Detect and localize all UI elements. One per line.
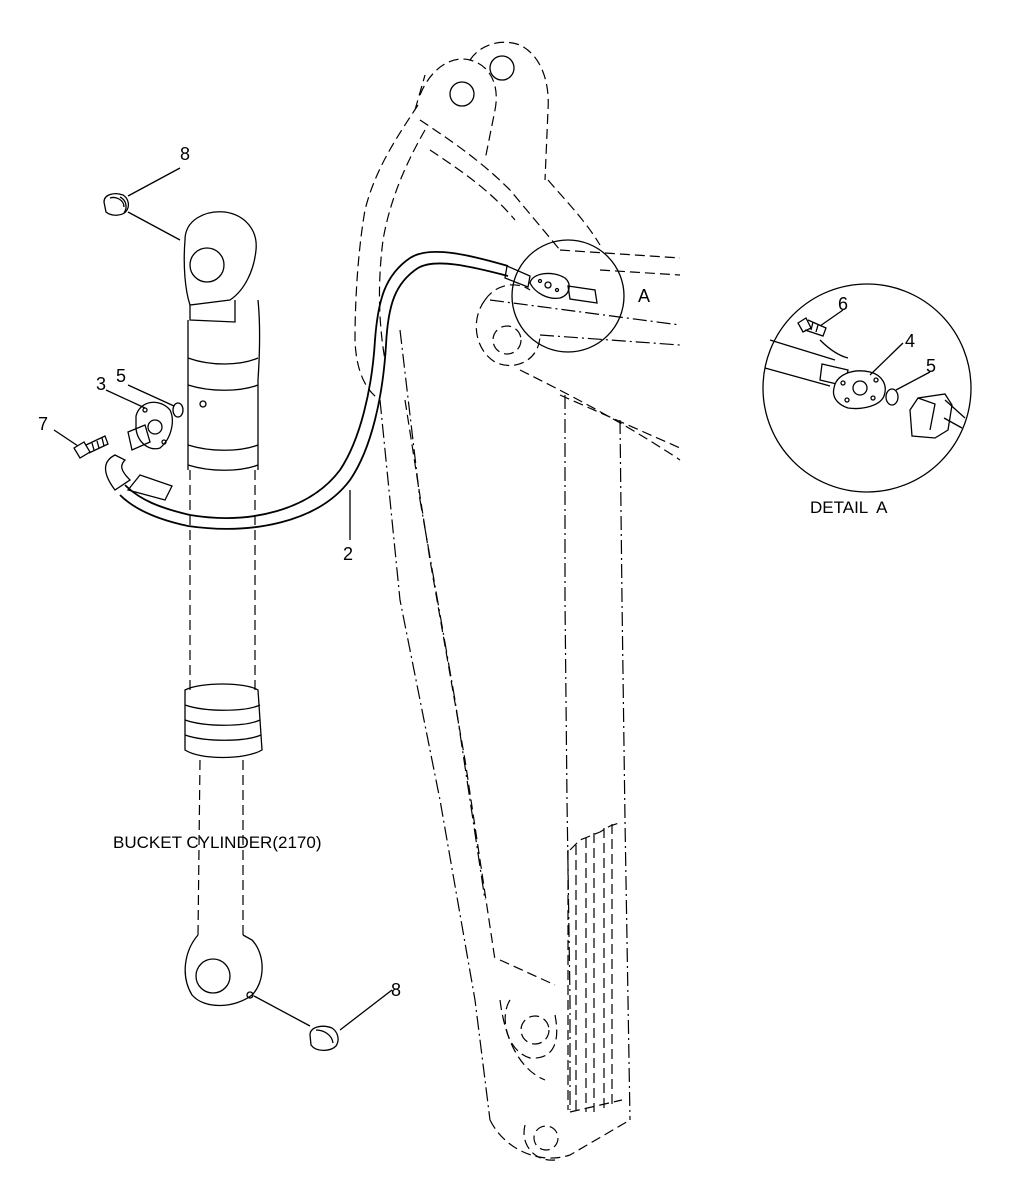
leader-lines	[53, 167, 931, 1031]
bolt-icon	[797, 317, 827, 337]
boom-fitting	[504, 265, 598, 304]
bucket-cylinder-label: BUCKET CYLINDER(2170)	[113, 833, 321, 852]
excavator-arm	[354, 41, 681, 1161]
bucket-cylinder	[183, 211, 263, 1007]
callout-8-bottom: 8	[391, 980, 401, 1000]
callout-7: 7	[38, 414, 48, 434]
callout-5-left: 5	[116, 366, 126, 386]
split-flange-icon	[127, 401, 173, 451]
plug-fitting-icon	[309, 1025, 339, 1052]
o-ring-icon	[885, 388, 899, 406]
o-ring-icon	[172, 402, 184, 418]
callout-6: 6	[838, 294, 848, 314]
callout-3: 3	[96, 374, 106, 394]
detail-a-view	[762, 283, 972, 493]
bolt-icon	[73, 435, 109, 459]
arm-ribs	[567, 821, 623, 1113]
hose-assembly	[104, 250, 509, 530]
callout-5-detail: 5	[926, 356, 936, 376]
detail-a-caption: DETAIL A	[810, 498, 888, 517]
detail-ref-a: A	[638, 286, 650, 306]
detail-a-marker	[511, 239, 625, 353]
callout-4: 4	[905, 331, 915, 351]
callout-2: 2	[343, 544, 353, 564]
plug-fitting-icon	[103, 193, 130, 216]
split-flange-icon	[832, 370, 886, 410]
callout-8-top: 8	[180, 144, 190, 164]
